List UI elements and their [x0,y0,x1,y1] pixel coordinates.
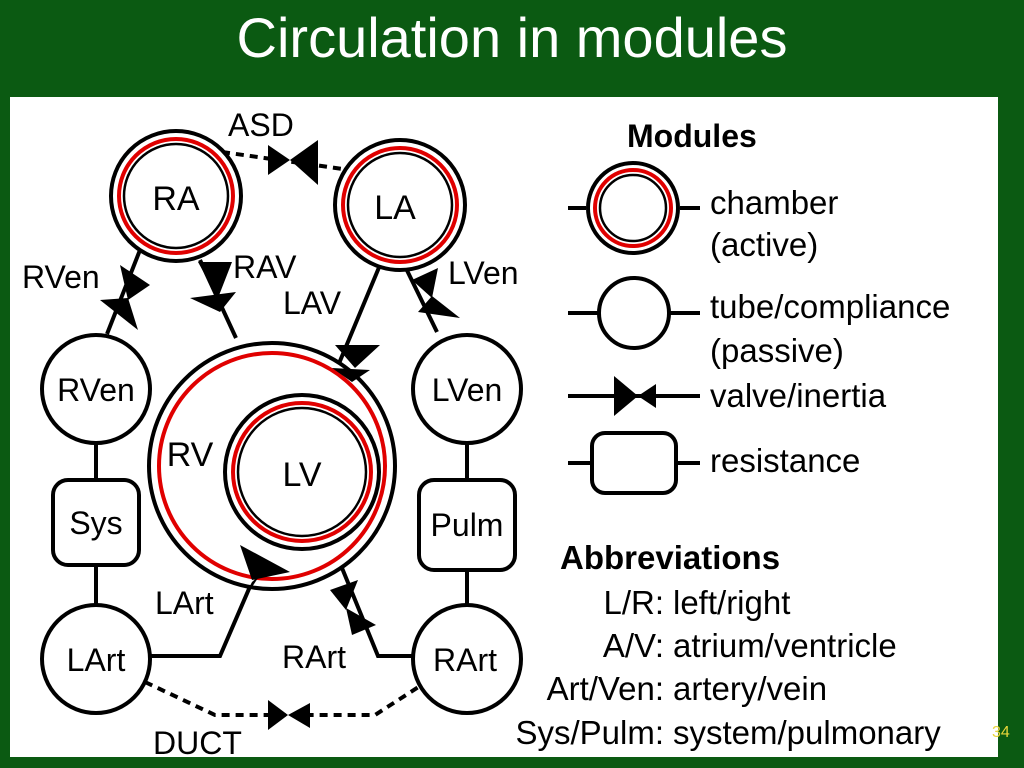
legend-tube-symbol [568,276,700,350]
lav-label: LAV [283,285,342,321]
rven-valve-label: RVen [22,259,100,295]
legend-tube-label: tube/compliance [710,288,950,325]
legend-tube-sub: (passive) [710,332,844,369]
lven-label: LVen [432,372,503,408]
rv-label: RV [167,436,214,474]
abbr-key: Art/Ven: [547,670,664,707]
valve-labels: ASD RVen RAV LAV LVen LArt RArt DUCT [22,107,519,761]
abbreviations: Abbreviations L/R: left/right A/V: atriu… [515,539,941,751]
la-label: LA [374,189,416,227]
abbreviations-heading: Abbreviations [560,539,780,576]
abbr-value: system/pulmonary [673,714,941,751]
legend-resistance-label: resistance [710,442,860,479]
abbr-value: left/right [673,584,790,621]
valve-rav[interactable] [190,262,236,312]
legend-resistance-symbol [568,431,700,495]
abbr-key: L/R: [603,584,664,621]
legend-chamber-label: chamber [710,184,838,221]
chamber-lv[interactable]: LV [223,393,381,551]
tube-rven[interactable]: RVen [40,333,152,445]
abbr-value: artery/vein [673,670,827,707]
diagram-panel: RA LA RV LV RVen LVen [10,97,998,761]
sys-label: Sys [69,505,122,541]
lv-label: LV [282,456,321,494]
circulation-diagram: RA LA RV LV RVen LVen [22,107,950,761]
page-title: Circulation in modules [236,6,788,69]
abbr-value: atrium/ventricle [673,627,897,664]
pulm-label: Pulm [431,507,504,543]
rart-label: RArt [433,642,497,678]
legend-valve-label: valve/inertia [710,377,887,414]
resistance-pulm[interactable]: Pulm [417,478,517,572]
valve-lven[interactable] [412,268,460,318]
rart-valve-label: RArt [282,639,346,675]
resistance-sys[interactable]: Sys [51,478,141,567]
lven-valve-label: LVen [448,255,519,291]
chamber-ra[interactable]: RA [109,129,243,263]
lart-label: LArt [67,642,126,678]
asd-label: ASD [228,107,294,143]
valve-lart[interactable] [240,545,290,605]
abbr-key: Sys/Pulm: [515,714,664,751]
abbr-key: A/V: [603,627,664,664]
legend-chamber-symbol [568,161,700,255]
tube-lven[interactable]: LVen [411,333,523,445]
valve-asd[interactable] [268,140,318,185]
valve-rven[interactable] [100,265,150,330]
legend: Modules chamber (active) tube/compliance… [568,118,950,495]
rav-label: RAV [233,249,297,285]
page-number: 34 [992,724,1010,741]
valve-rart[interactable] [330,580,376,635]
tube-lart[interactable]: LArt [40,603,152,715]
legend-valve-symbol [568,376,700,416]
tube-rart[interactable]: RArt [411,603,523,715]
duct-label: DUCT [153,725,242,757]
valve-lav[interactable] [332,345,380,382]
ra-label: RA [152,180,200,218]
legend-heading: Modules [627,118,757,154]
lart-valve-label: LArt [155,585,214,621]
valve-duct[interactable] [268,700,310,730]
chamber-la[interactable]: LA [333,138,467,272]
legend-chamber-sub: (active) [710,226,818,263]
rven-label: RVen [57,372,135,408]
